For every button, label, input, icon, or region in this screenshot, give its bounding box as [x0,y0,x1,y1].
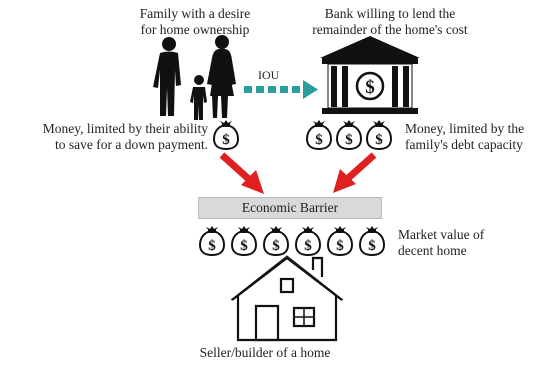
family-label-line-2: for home ownership [140,22,250,37]
iou-arrow-icon [244,80,318,99]
money-bag-icon: $ [366,119,392,150]
money-bag-icon: $ [306,119,332,150]
market-value-label-line-1: Market value of [398,227,485,242]
svg-text:$: $ [365,77,375,98]
money-bag-icon: $ [263,225,289,256]
svg-text:$: $ [240,238,248,254]
family-label-line-1: Family with a desire [139,6,251,21]
svg-text:$: $ [336,238,344,254]
money-bag-icon: $ [231,225,257,256]
bank-label-line-2: remainder of the home's cost [312,22,468,37]
money-bag-icon: $ [199,225,225,256]
family-label: Family with a desire for home ownership [120,6,270,38]
money-bag-icon: $ [295,225,321,256]
money-bag-icon: $ [359,225,385,256]
red-arrow-right-icon [333,152,377,193]
money-left-label-line-2: to save for a down payment. [55,137,208,152]
money-right-label-line-1: Money, limited by the [405,121,525,136]
bank-label-line-1: Bank willing to lend the [324,6,456,21]
money-left-label: Money, limited by their ability to save … [14,121,208,153]
svg-text:$: $ [368,238,376,254]
svg-text:$: $ [345,132,353,148]
money-right-label: Money, limited by the family's debt capa… [405,121,550,153]
red-arrow-left-icon [219,152,264,194]
market-value-label-line-2: decent home [398,243,467,258]
money-right-label-line-2: family's debt capacity [405,137,523,152]
svg-text:$: $ [272,238,280,254]
economic-barrier-box: Economic Barrier [198,197,382,219]
bank-label: Bank willing to lend the remainder of th… [290,6,490,38]
money-bag-icon: $ [336,119,362,150]
money-left-label-line-1: Money, limited by their ability [42,121,208,136]
seller-label: Seller/builder of a home [199,345,331,360]
svg-text:$: $ [304,238,312,254]
svg-text:$: $ [375,132,383,148]
svg-text:$: $ [315,132,323,148]
market-value-label: Market value of decent home [398,227,548,259]
money-bag-icon: $ [213,119,239,150]
money-bag-icon: $ [327,225,353,256]
house-outline-icon [230,255,344,342]
svg-text:$: $ [208,238,216,254]
bank-building-icon: $ [320,36,420,114]
iou-label: IOU [258,68,280,82]
family-silhouette-icon [153,35,236,120]
svg-text:$: $ [222,132,230,148]
